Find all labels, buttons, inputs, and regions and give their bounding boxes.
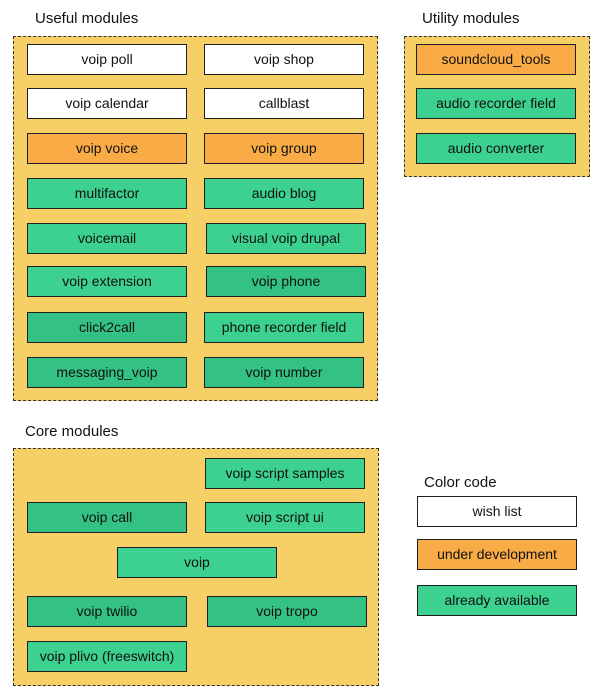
module-voip-script-samples[interactable]: voip script samples	[205, 458, 365, 489]
legend-wish-list: wish list	[417, 496, 577, 527]
module-voip-call[interactable]: voip call	[27, 502, 187, 533]
module-voip-twilio[interactable]: voip twilio	[27, 596, 187, 627]
utility-modules-title: Utility modules	[422, 10, 520, 27]
module-voip-calendar[interactable]: voip calendar	[27, 88, 187, 119]
module-audio-converter[interactable]: audio converter	[416, 133, 576, 164]
module-voip-voice[interactable]: voip voice	[27, 133, 187, 164]
module-soundcloud-tools[interactable]: soundcloud_tools	[416, 44, 576, 75]
legend-under-development: under development	[417, 539, 577, 570]
module-voip-number[interactable]: voip number	[204, 357, 364, 388]
module-voip[interactable]: voip	[117, 547, 277, 578]
module-voicemail[interactable]: voicemail	[27, 223, 187, 254]
module-messaging-voip[interactable]: messaging_voip	[27, 357, 187, 388]
module-callblast[interactable]: callblast	[204, 88, 364, 119]
core-modules-title: Core modules	[25, 423, 119, 440]
module-voip-group[interactable]: voip group	[204, 133, 364, 164]
module-audio-blog[interactable]: audio blog	[204, 178, 364, 209]
module-click2call[interactable]: click2call	[27, 312, 187, 343]
module-audio-recorder-field[interactable]: audio recorder field	[416, 88, 576, 119]
module-voip-script-ui[interactable]: voip script ui	[205, 502, 365, 533]
module-voip-shop[interactable]: voip shop	[204, 44, 364, 75]
module-voip-phone[interactable]: voip phone	[206, 266, 366, 297]
legend-already-available: already available	[417, 585, 577, 616]
module-visual-voip-drupal[interactable]: visual voip drupal	[206, 223, 366, 254]
module-voip-extension[interactable]: voip extension	[27, 266, 187, 297]
module-voip-plivo-freeswitch[interactable]: voip plivo (freeswitch)	[27, 641, 187, 672]
module-phone-recorder-field[interactable]: phone recorder field	[204, 312, 364, 343]
module-multifactor[interactable]: multifactor	[27, 178, 187, 209]
legend-title: Color code	[424, 474, 497, 491]
module-voip-poll[interactable]: voip poll	[27, 44, 187, 75]
useful-modules-title: Useful modules	[35, 10, 139, 27]
module-voip-tropo[interactable]: voip tropo	[207, 596, 367, 627]
